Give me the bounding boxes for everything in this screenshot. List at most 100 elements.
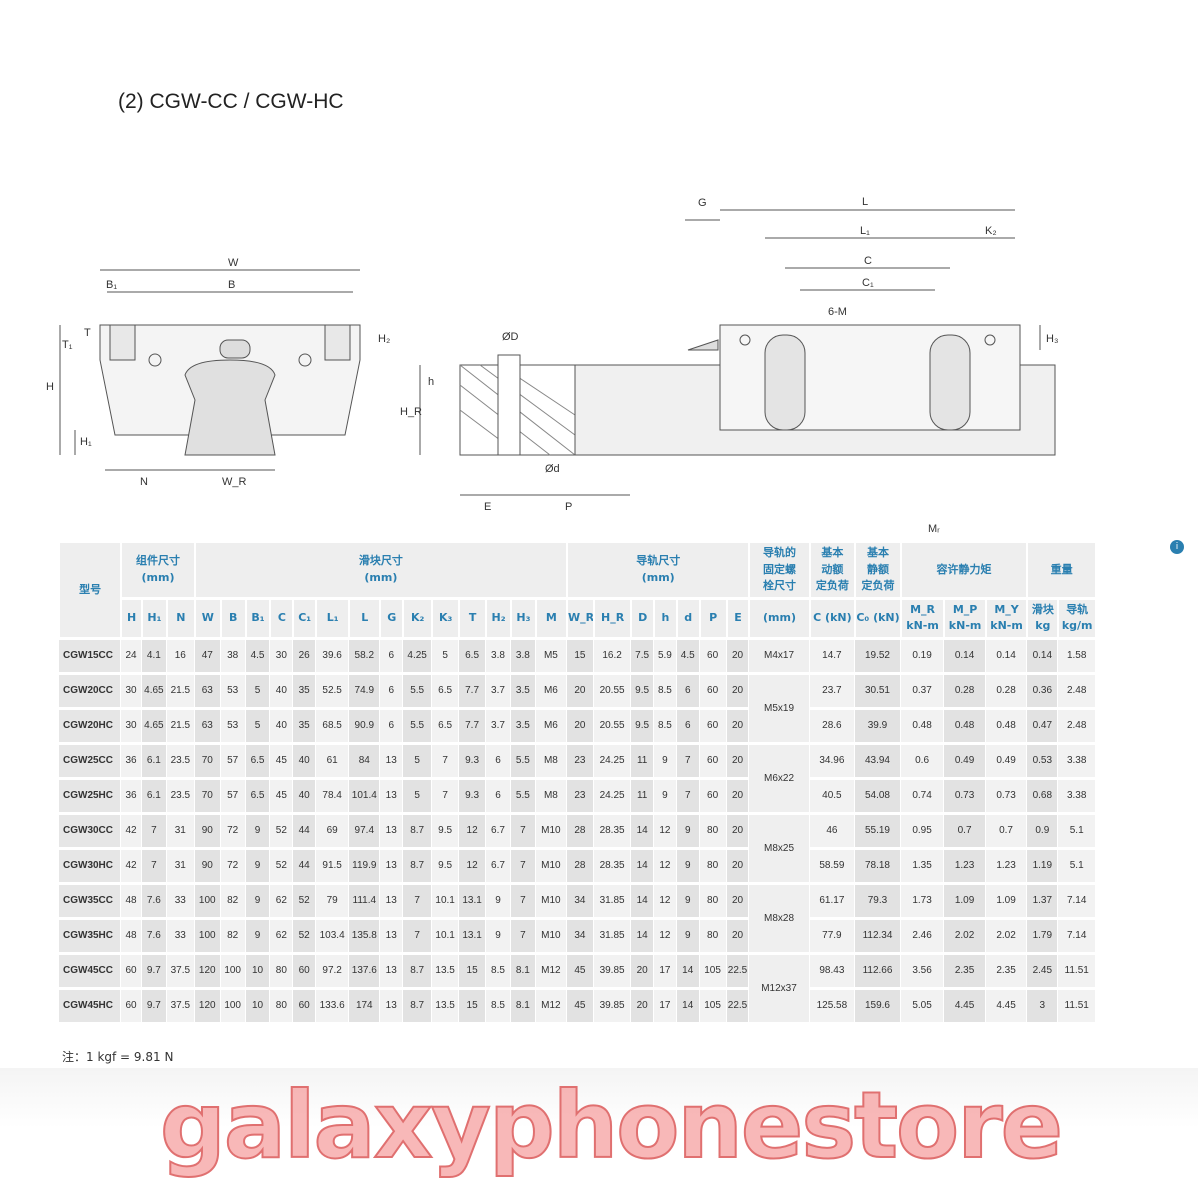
cell-value: 3.5	[509, 709, 535, 742]
cell-value: 13	[379, 919, 403, 952]
cell-value: 7.14	[1057, 884, 1095, 917]
cell-value: 48	[120, 884, 141, 917]
sub-header: d	[675, 599, 699, 637]
cell-value: 105	[698, 989, 726, 1022]
cell-value: 68.5	[315, 709, 349, 742]
cell-value: 112.66	[854, 954, 900, 987]
cell-value: 60	[120, 954, 141, 987]
cell-value: 42	[120, 849, 141, 882]
cell-value: 80	[269, 989, 293, 1022]
cell-value: M5	[534, 639, 566, 672]
cell-value: 1.23	[943, 849, 985, 882]
label-h: h	[428, 376, 434, 388]
cell-value: 57	[219, 744, 245, 777]
label-E: E	[484, 501, 491, 513]
cell-value: 135.8	[348, 919, 380, 952]
cell-value: 159.6	[854, 989, 900, 1022]
cell-value: 20	[725, 744, 749, 777]
cell-value: 7.6	[140, 884, 166, 917]
cell-value: 78.18	[854, 849, 900, 882]
label-L1: L₁	[860, 225, 870, 237]
cell-value: 20	[725, 919, 749, 952]
cell-value: 63	[193, 709, 220, 742]
cell-value: 30.51	[854, 674, 900, 707]
cell-value: 7	[509, 919, 535, 952]
cell-value: 14	[630, 884, 654, 917]
cell-value: 6.5	[244, 744, 270, 777]
cell-value: 34	[565, 884, 593, 917]
cell-value: 91.5	[315, 849, 349, 882]
cell-value: 0.48	[899, 709, 944, 742]
cell-value: 5.5	[402, 674, 432, 707]
sub-header: M_P kN-m	[943, 599, 985, 637]
sub-header: C₁	[292, 599, 316, 637]
cell-value: 20	[630, 954, 654, 987]
sub-header: L₁	[315, 599, 349, 637]
cell-value: 2.46	[899, 919, 944, 952]
cell-value: 6	[379, 639, 403, 672]
cell-value: 120	[193, 954, 220, 987]
cell-value: 13	[379, 849, 403, 882]
cell-value: 0.47	[1026, 709, 1058, 742]
cell-value: 7	[431, 779, 459, 812]
cell-value: 0.68	[1026, 779, 1058, 812]
cell-value: 10	[244, 954, 270, 987]
cell-value: 0.28	[943, 674, 985, 707]
header-moment: 容许静力矩	[899, 543, 1027, 597]
cell-value: 7	[431, 744, 459, 777]
cell-value: 7	[509, 814, 535, 847]
cell-value: 7.7	[458, 674, 486, 707]
cell-value: 12	[653, 814, 676, 847]
cell-value: 0.14	[984, 639, 1027, 672]
header-rail: 导轨尺寸 (mm)	[565, 543, 749, 597]
cell-value: 0.53	[1026, 744, 1058, 777]
cell-value: 7	[140, 849, 166, 882]
cell-value: 23	[565, 779, 593, 812]
cell-value: M6	[534, 709, 566, 742]
cell-value: 4.65	[140, 709, 166, 742]
cell-value: 8.7	[402, 849, 432, 882]
cell-value: 20	[725, 779, 749, 812]
cell-model: CGW35CC	[58, 884, 121, 917]
label-B: B	[228, 279, 235, 291]
cell-model: CGW45HC	[58, 989, 121, 1022]
cell-value: 174	[348, 989, 380, 1022]
cell-value: 11.51	[1057, 954, 1095, 987]
cell-value: 72	[219, 849, 245, 882]
label-L: L	[862, 196, 868, 208]
label-C1: C₁	[862, 277, 874, 289]
cell-bolt-size: M4x17	[748, 639, 809, 672]
cell-value: 80	[269, 954, 293, 987]
cell-value: 7	[675, 779, 699, 812]
sub-header: T	[458, 599, 486, 637]
cell-bolt-size: M5x19	[748, 674, 809, 742]
cell-value: 80	[698, 849, 726, 882]
cell-value: 79.3	[854, 884, 900, 917]
cell-value: 2.48	[1057, 709, 1095, 742]
cell-value: 15	[565, 639, 593, 672]
cell-value: 9	[675, 884, 699, 917]
cell-value: 133.6	[315, 989, 349, 1022]
cell-value: 8.5	[653, 709, 676, 742]
sub-header: B₁	[244, 599, 270, 637]
cell-model: CGW30HC	[58, 849, 121, 882]
cell-value: 72	[219, 814, 245, 847]
cell-value: 0.48	[984, 709, 1027, 742]
sub-header: N	[165, 599, 194, 637]
cell-value: 5	[244, 674, 270, 707]
cell-value: 31.85	[592, 884, 631, 917]
cell-value: 57	[219, 779, 245, 812]
cell-value: 33	[165, 919, 194, 952]
cell-value: 13.1	[458, 919, 486, 952]
cell-value: 22.5	[725, 954, 749, 987]
label-MR: Mᵣ	[928, 523, 940, 535]
cell-value: 52	[292, 884, 316, 917]
info-badge-icon[interactable]: i	[1170, 540, 1184, 554]
cell-value: 0.19	[899, 639, 944, 672]
cell-value: 90.9	[348, 709, 380, 742]
cell-value: 61	[315, 744, 349, 777]
cell-value: 36	[120, 779, 141, 812]
cell-value: 31	[165, 814, 194, 847]
